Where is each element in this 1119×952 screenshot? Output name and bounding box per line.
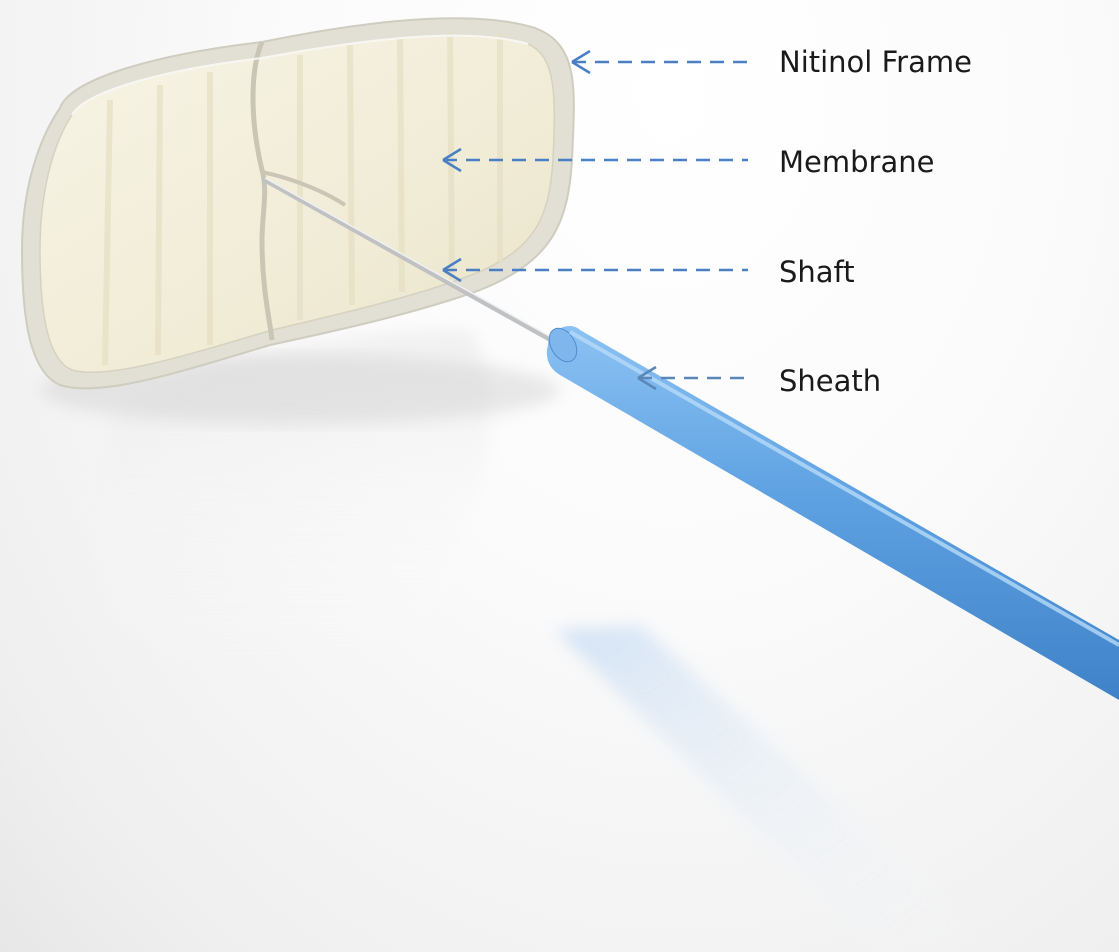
label-membrane: Membrane (779, 148, 934, 177)
arrow-nitinol-frame (572, 51, 748, 73)
label-shaft: Shaft (779, 258, 855, 287)
label-sheath: Sheath (779, 367, 881, 396)
label-nitinol-frame: Nitinol Frame (779, 48, 972, 77)
